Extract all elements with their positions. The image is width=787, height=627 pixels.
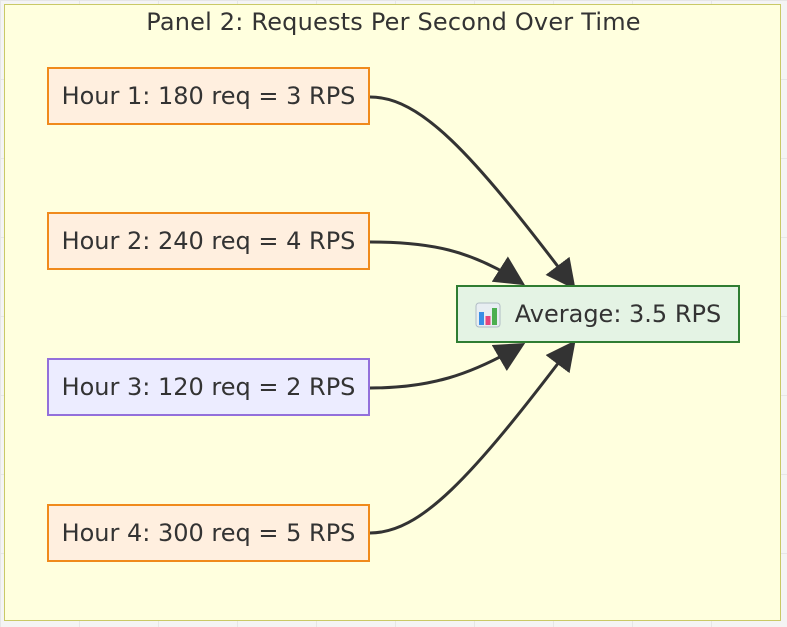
node-hour-2[interactable]: Hour 2: 240 req = 4 RPS bbox=[47, 212, 370, 270]
edge-hour3-to-average bbox=[369, 342, 526, 390]
node-hour-3-label: Hour 3: 120 req = 2 RPS bbox=[61, 373, 356, 401]
edge-hour2-to-average bbox=[369, 240, 526, 286]
node-average-label: Average: 3.5 RPS bbox=[514, 300, 722, 328]
bar-chart-icon bbox=[475, 302, 501, 328]
node-hour-2-label: Hour 2: 240 req = 4 RPS bbox=[61, 227, 356, 255]
node-hour-4-label: Hour 4: 300 req = 5 RPS bbox=[61, 519, 356, 547]
node-hour-4[interactable]: Hour 4: 300 req = 5 RPS bbox=[47, 504, 370, 562]
node-average[interactable]: Average: 3.5 RPS bbox=[456, 285, 740, 343]
panel-title: Panel 2: Requests Per Second Over Time bbox=[146, 8, 641, 36]
edge-hour1-to-average bbox=[369, 95, 576, 290]
node-hour-1[interactable]: Hour 1: 180 req = 3 RPS bbox=[47, 67, 370, 125]
edge-hour4-to-average bbox=[369, 340, 576, 535]
node-hour-3[interactable]: Hour 3: 120 req = 2 RPS bbox=[47, 358, 370, 416]
node-hour-1-label: Hour 1: 180 req = 3 RPS bbox=[61, 82, 356, 110]
